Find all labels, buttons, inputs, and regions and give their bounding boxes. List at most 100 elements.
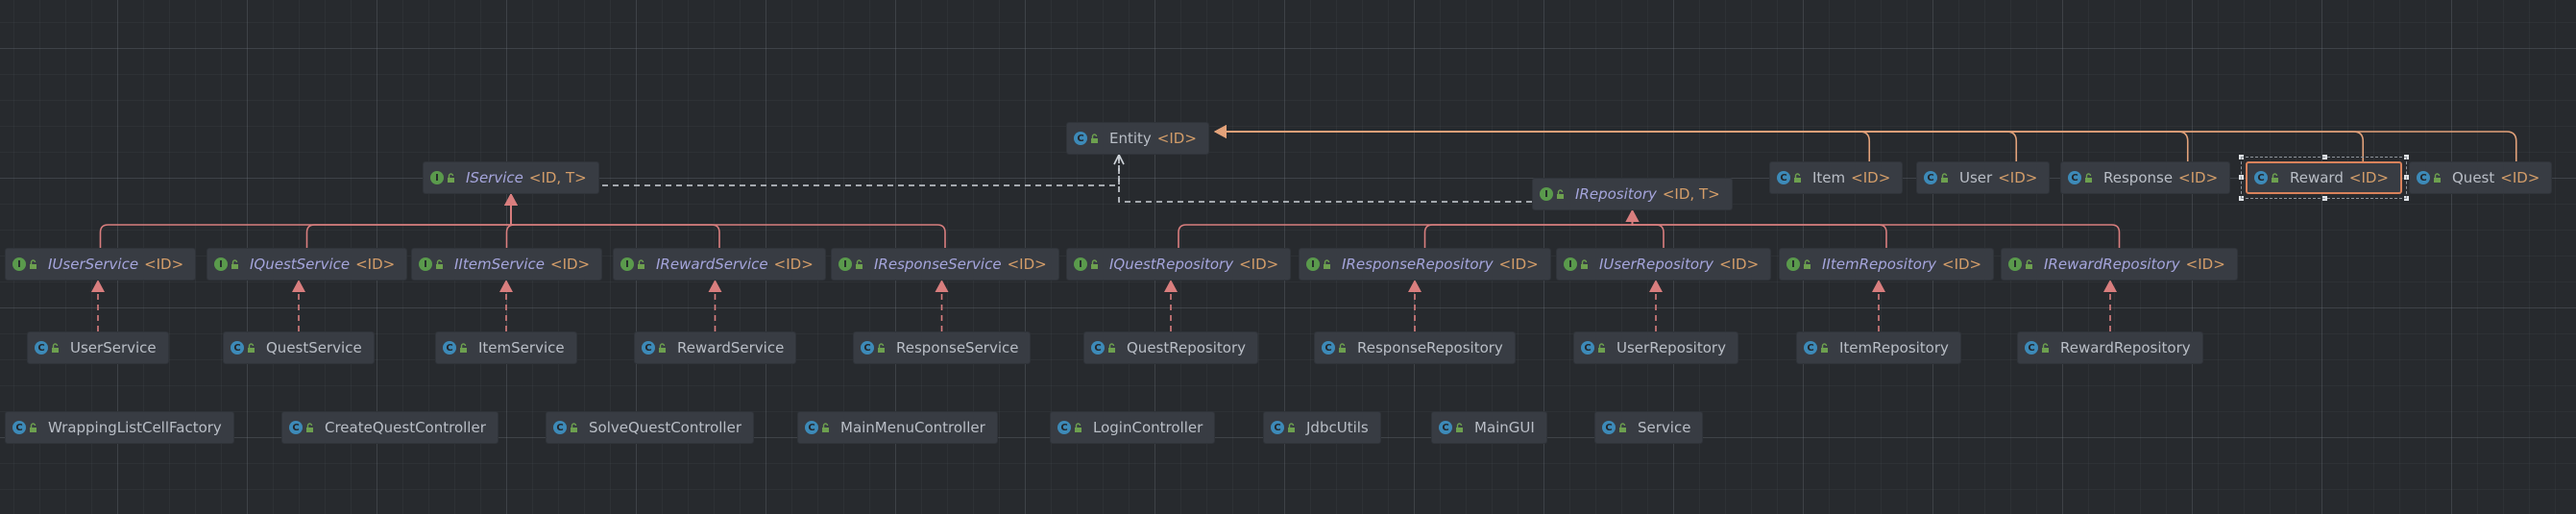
resize-handle[interactable]	[2404, 155, 2409, 159]
interface-icon: I	[1306, 257, 1320, 271]
class-icon: C	[1271, 421, 1284, 434]
public-visibility-icon	[1090, 133, 1102, 144]
class-node-reward[interactable]: C Reward <ID>	[2239, 155, 2409, 201]
interface-node-iuserrepository[interactable]: I IUserRepository <ID>	[1556, 248, 1772, 281]
resize-handle[interactable]	[2404, 175, 2409, 180]
public-visibility-icon	[1323, 258, 1334, 270]
class-icon: C	[1804, 341, 1817, 355]
public-visibility-icon	[570, 422, 581, 433]
public-visibility-icon	[2271, 172, 2282, 184]
public-visibility-icon	[1556, 188, 1567, 200]
node-type-params: <ID>	[1156, 130, 1197, 147]
class-node-logincontroller[interactable]: C LoginController	[1050, 411, 1216, 444]
class-node-wrappinglistcellfactory[interactable]: C WrappingListCellFactory	[5, 411, 234, 444]
class-node-user[interactable]: C User <ID>	[1916, 161, 2051, 194]
node-name: RewardRepository	[2060, 339, 2191, 356]
class-icon: C	[642, 341, 655, 355]
class-node-solvequestcontroller[interactable]: C SolveQuestController	[546, 411, 754, 444]
interface-icon: I	[214, 257, 228, 271]
extends-edge-reward-entity	[1214, 125, 2365, 161]
public-visibility-icon	[435, 258, 447, 270]
interface-node-iquestservice[interactable]: I IQuestService <ID>	[207, 248, 408, 281]
node-type-params: <ID>	[1851, 169, 1891, 186]
node-name: MainGUI	[1474, 419, 1535, 436]
class-node-itemrepository[interactable]: C ItemRepository	[1796, 331, 1961, 364]
node-name: IItemService	[454, 256, 546, 273]
class-node-userservice[interactable]: C UserService	[27, 331, 169, 364]
public-visibility-icon	[658, 342, 669, 354]
class-icon: C	[443, 341, 456, 355]
public-visibility-icon	[1618, 422, 1630, 433]
class-icon: C	[231, 341, 244, 355]
class-icon: C	[805, 421, 818, 434]
node-name: Reward	[2290, 169, 2344, 186]
resize-handle[interactable]	[2404, 196, 2409, 201]
extends-edge-iresponseservice-iservice	[504, 193, 946, 248]
class-node-jdbcutils[interactable]: C JdbcUtils	[1263, 411, 1381, 444]
interface-node-iitemservice[interactable]: I IItemService <ID>	[411, 248, 603, 281]
interface-node-irewardservice[interactable]: I IRewardService <ID>	[613, 248, 826, 281]
resize-handle[interactable]	[2239, 175, 2244, 180]
class-icon: C	[861, 341, 874, 355]
node-name: Service	[1638, 419, 1691, 436]
resize-handle[interactable]	[2239, 196, 2244, 201]
class-node-mainmenucontroller[interactable]: C MainMenuController	[797, 411, 998, 444]
public-visibility-icon	[459, 342, 471, 354]
class-node-questrepository[interactable]: C QuestRepository	[1083, 331, 1258, 364]
class-node-itemservice[interactable]: C ItemService	[435, 331, 577, 364]
class-node-userrepository[interactable]: C UserRepository	[1573, 331, 1738, 364]
interface-icon: I	[838, 257, 852, 271]
resize-handle[interactable]	[2321, 196, 2327, 201]
extends-edge-user-entity	[1214, 125, 2018, 161]
node-name: IItemRepository	[1822, 256, 1937, 273]
interface-node-iservice[interactable]: I IService <ID, T>	[423, 161, 599, 194]
interface-node-iitemrepository[interactable]: I IItemRepository <ID>	[1779, 248, 1995, 281]
class-node-entity[interactable]: C Entity <ID>	[1066, 122, 1209, 155]
class-node-rewardrepository[interactable]: C RewardRepository	[2017, 331, 2203, 364]
class-node-questservice[interactable]: C QuestService	[223, 331, 375, 364]
class-node-item[interactable]: C Item <ID>	[1769, 161, 1904, 194]
class-icon: C	[1602, 421, 1616, 434]
node-type-params: <ID>	[1942, 256, 1982, 273]
public-visibility-icon	[1287, 422, 1299, 433]
public-visibility-icon	[1820, 342, 1832, 354]
node-name: User	[1959, 169, 1993, 186]
interface-node-irewardrepository[interactable]: I IRewardRepository <ID>	[2001, 248, 2238, 281]
node-type-params: <ID>	[2178, 169, 2219, 186]
class-node-rewardservice[interactable]: C RewardService	[634, 331, 797, 364]
interface-node-iuserservice[interactable]: I IUserService <ID>	[5, 248, 197, 281]
class-icon: C	[2254, 171, 2268, 184]
public-visibility-icon	[2041, 342, 2053, 354]
node-type-params: <ID>	[355, 256, 396, 273]
class-node-service[interactable]: C Service	[1594, 411, 1704, 444]
class-node-responseservice[interactable]: C ResponseService	[853, 331, 1032, 364]
extends-edge-response-entity	[1214, 125, 2189, 161]
extends-edge-item-entity	[1214, 125, 1871, 161]
extends-edge-iitemservice-iservice	[504, 193, 518, 248]
public-visibility-icon	[247, 342, 258, 354]
resize-handle[interactable]	[2239, 155, 2244, 159]
public-visibility-icon	[637, 258, 648, 270]
interface-node-irepository[interactable]: I IRepository <ID, T>	[1532, 178, 1733, 210]
extends-edge-irewardrepository-irepository	[1625, 209, 2121, 248]
node-type-params: <ID>	[550, 256, 591, 273]
public-visibility-icon	[1107, 342, 1119, 354]
public-visibility-icon	[2433, 172, 2444, 184]
resize-handle[interactable]	[2321, 155, 2327, 159]
class-node-createquestcontroller[interactable]: C CreateQuestController	[281, 411, 498, 444]
class-node-responserepository[interactable]: C ResponseRepository	[1314, 331, 1516, 364]
interface-icon: I	[1564, 257, 1577, 271]
class-icon: C	[2025, 341, 2038, 355]
node-type-params: <ID, T>	[1662, 185, 1720, 203]
extends-edge-iresponserepository-irepository	[1423, 209, 1640, 248]
node-name: IResponseService	[874, 256, 1002, 273]
interface-node-iresponseservice[interactable]: I IResponseService <ID>	[831, 248, 1059, 281]
class-node-response[interactable]: C Response <ID>	[2060, 161, 2231, 194]
interface-icon: I	[2008, 257, 2022, 271]
class-node-maingui[interactable]: C MainGUI	[1431, 411, 1547, 444]
class-node-quest[interactable]: C Quest <ID>	[2409, 161, 2553, 194]
class-icon: C	[553, 421, 567, 434]
node-type-params: <ID>	[773, 256, 814, 273]
interface-node-iquestrepository[interactable]: I IQuestRepository <ID>	[1066, 248, 1292, 281]
interface-node-iresponserepository[interactable]: I IResponseRepository <ID>	[1299, 248, 1551, 281]
